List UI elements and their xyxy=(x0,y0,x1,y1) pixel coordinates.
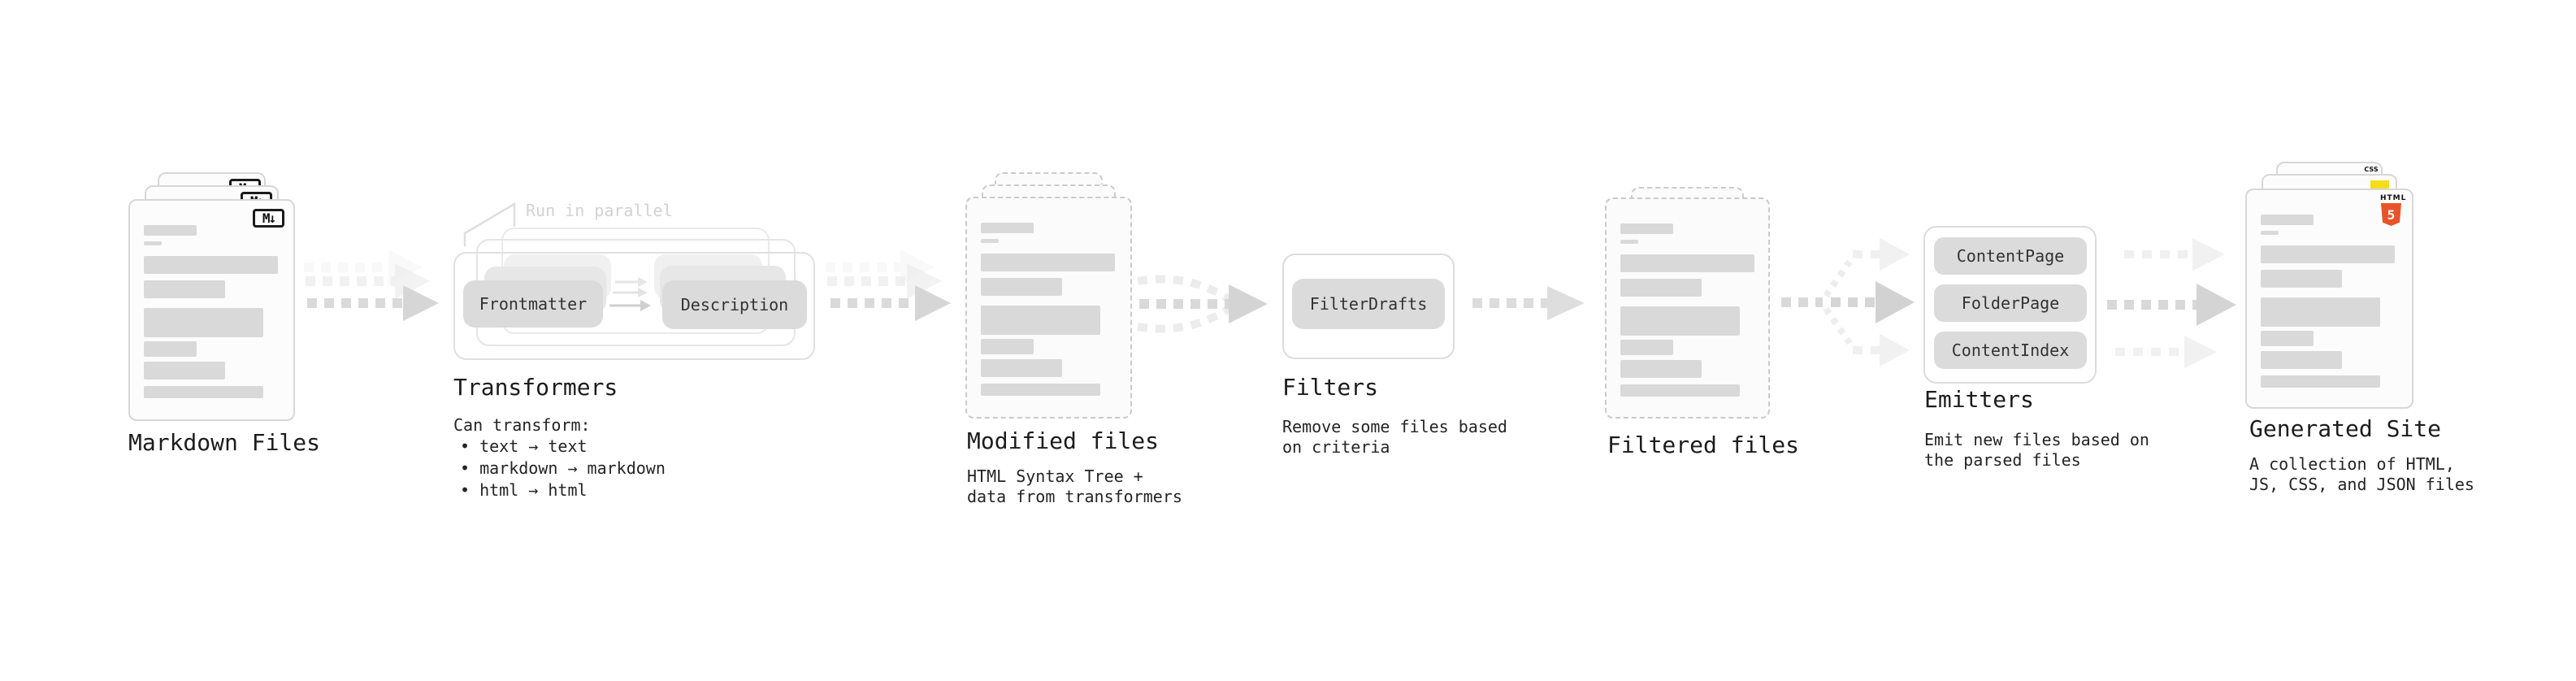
file-line-bar xyxy=(2261,375,2380,388)
stage-title-markdown-files: Markdown Files xyxy=(128,429,321,456)
stage-title-filtered-files: Filtered files xyxy=(1607,432,1800,458)
capability-item: • html → html xyxy=(460,480,588,500)
stage-title-filters: Filters xyxy=(1282,374,1379,401)
arrow-modified-to-filters xyxy=(1137,275,1268,333)
file-line-bar xyxy=(1620,279,1702,297)
file-line-bar xyxy=(2261,231,2279,235)
stage-title-modified-files: Modified files xyxy=(967,427,1160,454)
stage-title-transformers: Transformers xyxy=(453,374,618,401)
file-line-bar xyxy=(2261,215,2314,225)
file-line-bar xyxy=(981,223,1034,233)
file-line-bar xyxy=(144,308,263,337)
filter-node-filterdrafts: FilterDrafts xyxy=(1292,279,1445,329)
transformer-node-description: Description xyxy=(662,280,807,329)
file-line-bar xyxy=(144,256,278,274)
modified-files-description: HTML Syntax Tree + data from transformer… xyxy=(967,466,1182,506)
arrow-transformers-to-modified xyxy=(826,249,951,321)
file-line-bar xyxy=(2261,331,2314,346)
emitter-node-folderpage: FolderPage xyxy=(1934,284,2087,322)
file-line-bar xyxy=(981,384,1100,396)
file-line-bar xyxy=(2261,351,2342,369)
file-line-bar xyxy=(1620,306,1740,336)
file-line-bar xyxy=(981,239,999,243)
file-line-bar xyxy=(1620,240,1638,244)
emitter-node-contentpage: ContentPage xyxy=(1934,237,2087,275)
file-line-bar xyxy=(981,254,1115,271)
file-line-bar xyxy=(144,241,162,245)
file-line-bar xyxy=(981,278,1062,296)
file-line-bar xyxy=(1620,223,1673,234)
modified-file-card-front xyxy=(965,197,1132,419)
capability-item: • markdown → markdown xyxy=(460,458,666,478)
file-line-bar xyxy=(981,359,1062,377)
file-line-bar xyxy=(1620,340,1673,355)
file-line-bar xyxy=(2261,270,2342,288)
stage-title-generated-site: Generated Site xyxy=(2249,415,2442,442)
emitter-node-contentindex: ContentIndex xyxy=(1934,332,2087,369)
file-line-bar xyxy=(981,306,1100,335)
arrow-filters-to-filtered xyxy=(1472,286,1585,320)
site-description: A collection of HTML, JS, CSS, and JSON … xyxy=(2249,454,2474,494)
file-line-bar xyxy=(1620,384,1740,397)
arrow-filtered-to-emitters xyxy=(1781,238,1915,367)
site-file-card-front: HTML 5 xyxy=(2245,189,2413,409)
file-line-bar xyxy=(144,225,197,236)
markdown-file-card-front: M↓ xyxy=(128,199,295,421)
file-line-bar xyxy=(2261,297,2380,327)
emitters-description: Emit new files based on the parsed files xyxy=(1924,430,2149,470)
html5-icon: HTML 5 xyxy=(2380,195,2405,226)
file-line-bar xyxy=(144,386,263,398)
run-in-parallel-annotation: Run in parallel xyxy=(526,201,673,220)
file-line-bar xyxy=(1620,360,1702,378)
transformers-capability-list: • text → text • markdown → markdown • ht… xyxy=(460,436,666,501)
transformers-description: Can transform: xyxy=(453,415,591,435)
javascript-icon xyxy=(2370,180,2389,191)
file-line-bar xyxy=(981,339,1034,354)
file-line-bar xyxy=(2261,245,2395,263)
file-line-bar xyxy=(144,341,197,357)
file-line-bar xyxy=(144,280,225,298)
arrow-markdown-to-transformers xyxy=(304,249,439,321)
file-line-bar xyxy=(144,362,225,380)
filters-description: Remove some files based on criteria xyxy=(1282,417,1507,457)
capability-item: • text → text xyxy=(460,436,588,456)
filtered-file-card-front xyxy=(1605,197,1770,419)
markdown-icon: M↓ xyxy=(253,209,284,228)
transformers-frame-front xyxy=(453,252,815,360)
arrow-emitters-to-site xyxy=(2107,238,2236,368)
stage-title-emitters: Emitters xyxy=(1924,386,2034,413)
transformer-node-frontmatter: Frontmatter xyxy=(463,280,603,327)
file-line-bar xyxy=(1620,254,1754,272)
